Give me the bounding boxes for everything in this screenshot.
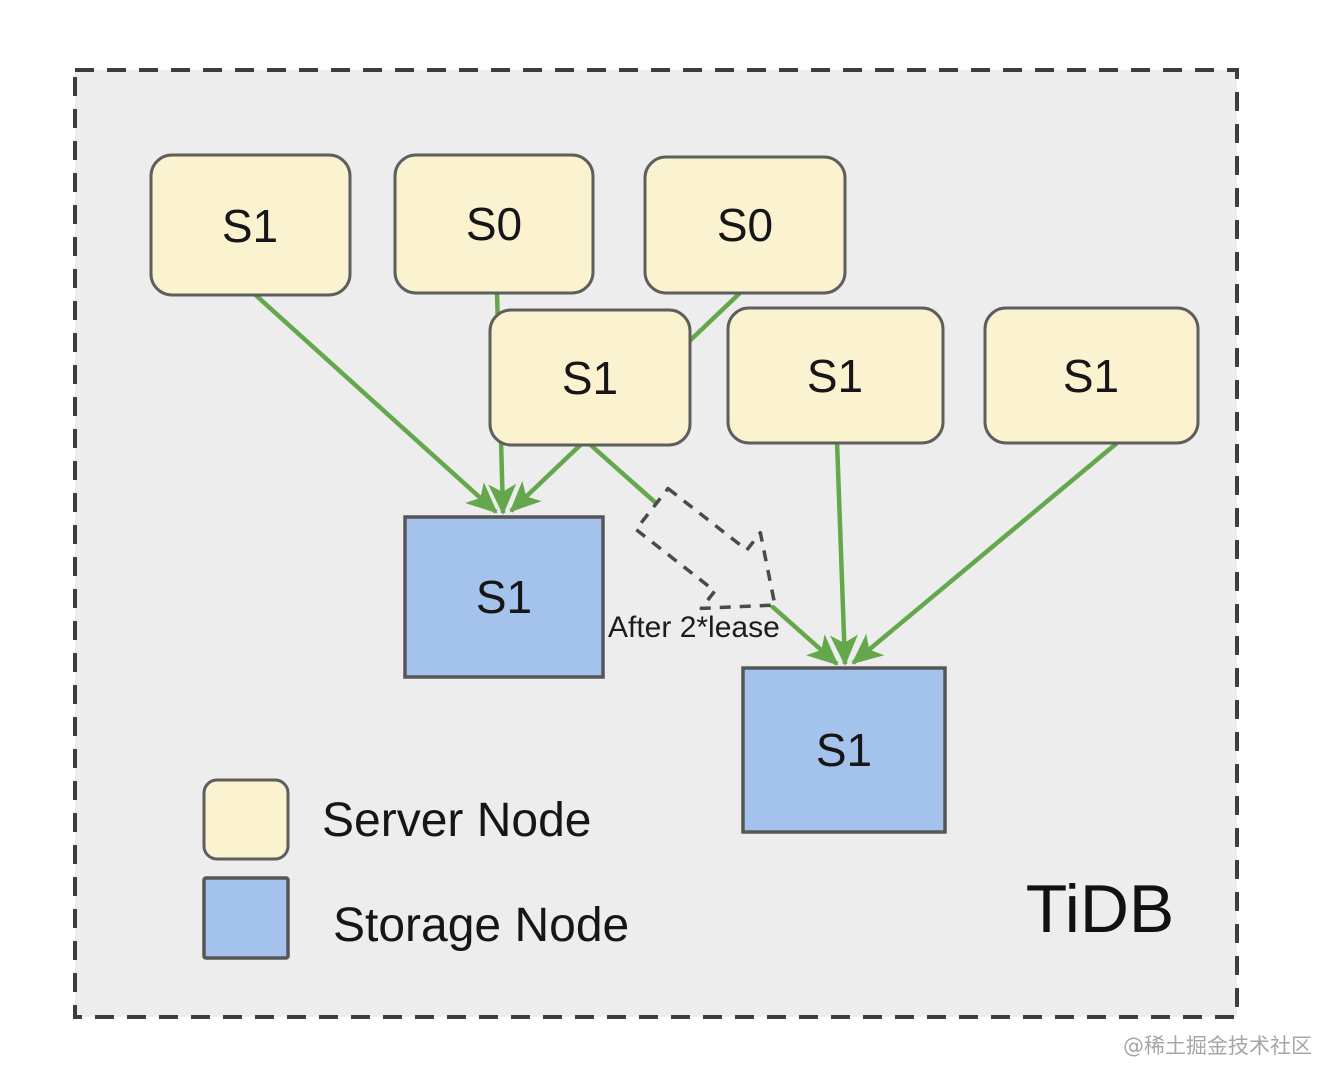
- storage-node-left: S1: [403, 515, 605, 679]
- legend-server-swatch: [202, 778, 290, 861]
- lease-transition-arrow: [634, 486, 777, 611]
- server-node-top-s0-right: S0: [643, 155, 847, 295]
- legend: Server Node Storage Node: [202, 778, 629, 960]
- server-node-top-s0-left: S0: [393, 153, 595, 295]
- server-node-mid-s1-right: S1: [983, 306, 1200, 445]
- edge-tops1-to-storageleft: [248, 288, 498, 514]
- brand-title: TiDB: [1026, 871, 1175, 947]
- node-label: S1: [476, 571, 532, 623]
- legend-server-label: Server Node: [322, 794, 591, 847]
- edge-mids1center-to-storageright: [829, 440, 858, 666]
- node-label: S1: [807, 350, 863, 402]
- node-label: S1: [562, 352, 618, 404]
- node-label: S1: [816, 724, 872, 776]
- server-node-mid-s1-center: S1: [726, 306, 945, 445]
- edge-mids1right-to-storageright: [851, 441, 1119, 665]
- watermark: @稀土掘金技术社区: [1123, 1034, 1312, 1058]
- node-label: S0: [466, 198, 522, 250]
- server-node-top-s1: S1: [149, 153, 352, 297]
- server-node-mid-s1-left: S1: [488, 308, 692, 447]
- storage-node-right: S1: [741, 666, 947, 834]
- node-label: S1: [222, 200, 278, 252]
- node-label: S1: [1063, 350, 1119, 402]
- nodes: S1 S0 S0 S1 S1 S1 S1 S1: [149, 153, 1200, 834]
- node-label: S0: [717, 199, 773, 251]
- legend-storage-label: Storage Node: [333, 899, 629, 952]
- legend-storage-swatch: [202, 876, 290, 960]
- lease-annotation: After 2*lease: [608, 611, 780, 644]
